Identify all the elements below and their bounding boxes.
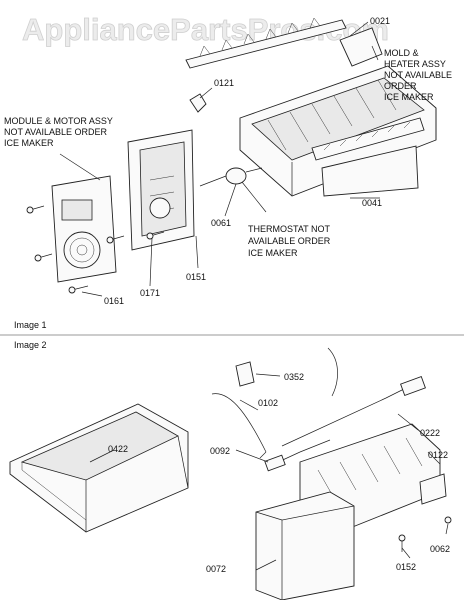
module-housing-part xyxy=(127,129,195,251)
svg-text:ICE MAKER: ICE MAKER xyxy=(384,92,434,102)
svg-text:THERMOSTAT NOT: THERMOSTAT NOT xyxy=(248,224,331,234)
ejector-shaft-part xyxy=(185,17,347,69)
part-0121: 0121 xyxy=(214,78,234,88)
note-mold: MOLD & HEATER ASSY NOT AVAILABLE ORDER I… xyxy=(384,48,452,102)
part-0021: 0021 xyxy=(370,16,390,26)
part-0062: 0062 xyxy=(430,544,450,554)
cover-part xyxy=(255,491,355,600)
svg-text:ORDER: ORDER xyxy=(384,81,417,91)
svg-text:HEATER ASSY: HEATER ASSY xyxy=(384,59,446,69)
part-0151: 0151 xyxy=(186,272,206,282)
part-0171: 0171 xyxy=(140,288,160,298)
ice-mold-part xyxy=(239,65,437,197)
part-0072: 0072 xyxy=(206,564,226,574)
svg-text:AVAILABLE ORDER: AVAILABLE ORDER xyxy=(248,236,331,246)
part-0422: 0422 xyxy=(108,444,128,454)
image2-label: Image 2 xyxy=(14,340,47,350)
screws-part xyxy=(26,205,165,294)
thermostat-part xyxy=(199,167,263,187)
svg-text:NOT AVAILABLE: NOT AVAILABLE xyxy=(384,70,452,80)
part-0102: 0102 xyxy=(258,398,278,408)
note-module: MODULE & MOTOR ASSY NOT AVAILABLE ORDER … xyxy=(4,116,113,148)
leaders-image1 xyxy=(59,21,380,297)
svg-text:MODULE & MOTOR ASSY: MODULE & MOTOR ASSY xyxy=(4,116,113,126)
svg-text:ICE MAKER: ICE MAKER xyxy=(248,248,298,258)
part-0161: 0161 xyxy=(104,296,124,306)
mold-bracket-part xyxy=(339,27,383,67)
wire-harness-part xyxy=(264,376,426,472)
clip-0352-part xyxy=(235,361,255,387)
shutoff-arm-part xyxy=(211,347,338,459)
svg-text:ICE MAKER: ICE MAKER xyxy=(4,138,54,148)
svg-text:MOLD &: MOLD & xyxy=(384,48,419,58)
part-0152: 0152 xyxy=(396,562,416,572)
part-0222: 0222 xyxy=(420,428,440,438)
screws-image2-part xyxy=(398,516,452,552)
image1-label: Image 1 xyxy=(14,320,47,330)
clip-part xyxy=(189,93,207,113)
svg-text:NOT AVAILABLE ORDER: NOT AVAILABLE ORDER xyxy=(4,127,108,137)
note-thermostat: THERMOSTAT NOT AVAILABLE ORDER ICE MAKER xyxy=(248,224,331,258)
part-0041: 0041 xyxy=(362,198,382,208)
motor-gear-part xyxy=(51,175,117,283)
part-0061: 0061 xyxy=(211,218,231,228)
leaders-image2 xyxy=(89,373,449,571)
heater-part xyxy=(311,117,425,197)
part-0122: 0122 xyxy=(428,450,448,460)
part-0352: 0352 xyxy=(284,372,304,382)
ice-bin-part xyxy=(9,403,189,533)
part-0092: 0092 xyxy=(210,446,230,456)
